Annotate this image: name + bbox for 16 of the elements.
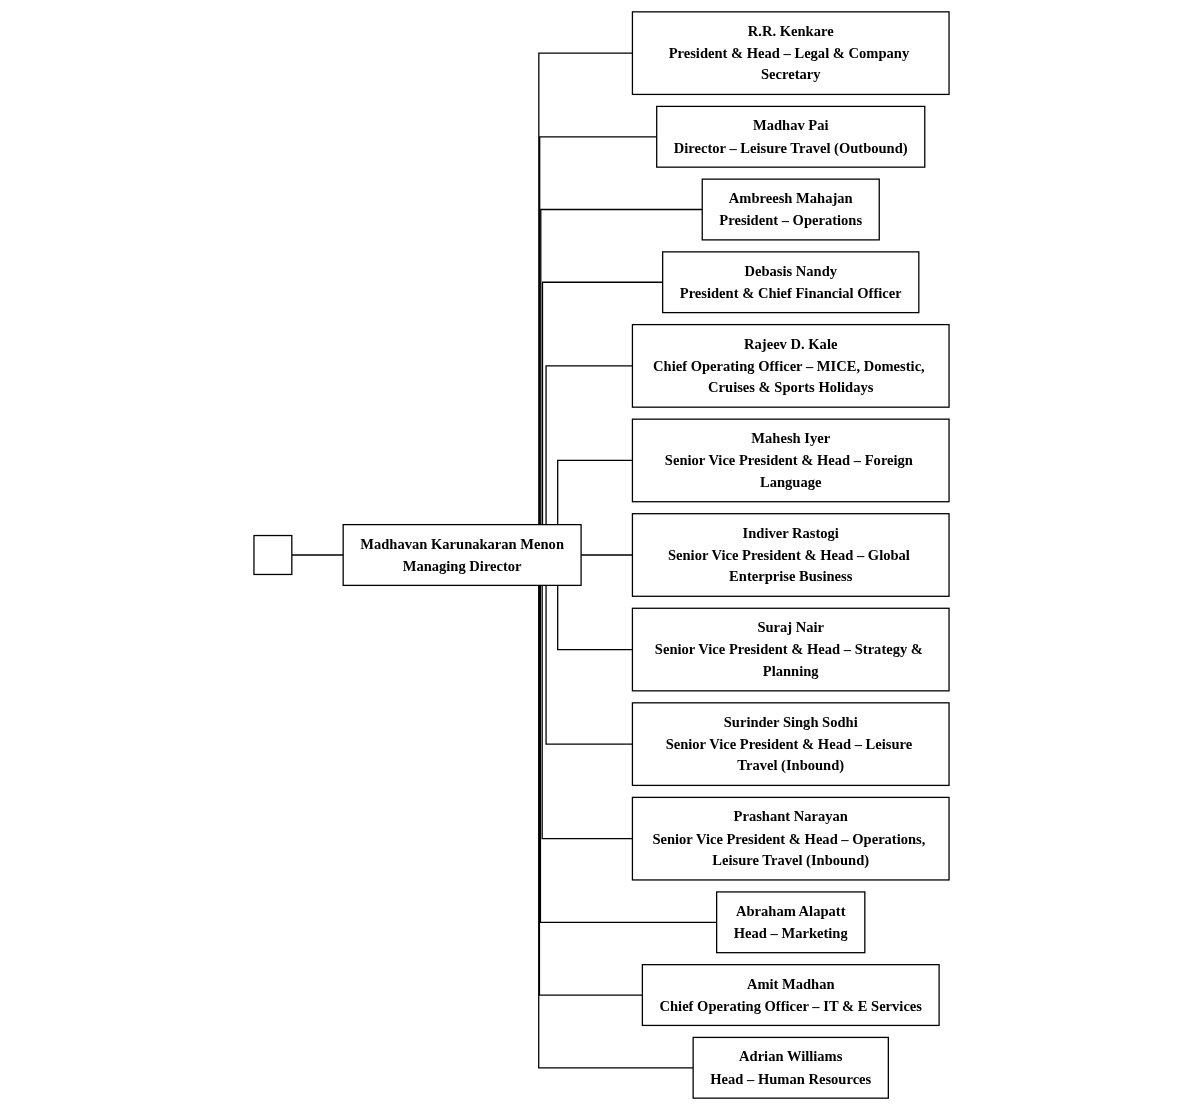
- node-box: Madhav Pai Director – Leisure Travel (Outbound): [656, 105, 926, 168]
- node-box: Madhavan Karunakaran Menon Managing Director: [342, 523, 582, 586]
- node-box: Debasis Nandy President & Chief Financial Officer: [662, 250, 920, 313]
- node-box: Mahesh Iyer Senior Vice President & Head – Foreign Language: [631, 418, 950, 502]
- node-box: Abraham Alapatt Head – Marketing: [716, 890, 866, 953]
- node-box: Surinder Singh Sodhi Senior Vice President & Head – Leisure Travel (Inbound): [631, 701, 950, 786]
- node-box: Suraj Nair Senior Vice President & Head – Strategy & Planning: [631, 607, 950, 691]
- node-box: Indiver Rastogi Senior Vice President & Head – Global Enterprise Business: [631, 512, 950, 597]
- node-box: R.R. Kenkare President & Head – Legal & Company Secretary: [631, 10, 950, 95]
- node-box: [253, 534, 293, 575]
- node-box: Prashant Narayan Senior Vice President & Head – Operations, Leisure Travel (Inbound): [631, 796, 950, 881]
- node-box: Rajeev D. Kale Chief Operating Officer – MICE, Domestic, Cruises & Sports Holidays: [631, 323, 950, 408]
- node-box: Amit Madhan Chief Operating Officer – IT & E Services: [641, 963, 940, 1026]
- node-box: Ambreesh Mahajan President – Operations: [701, 178, 880, 241]
- connector: [291, 553, 344, 556]
- node-box: Adrian Williams Head – Human Resources: [692, 1036, 889, 1099]
